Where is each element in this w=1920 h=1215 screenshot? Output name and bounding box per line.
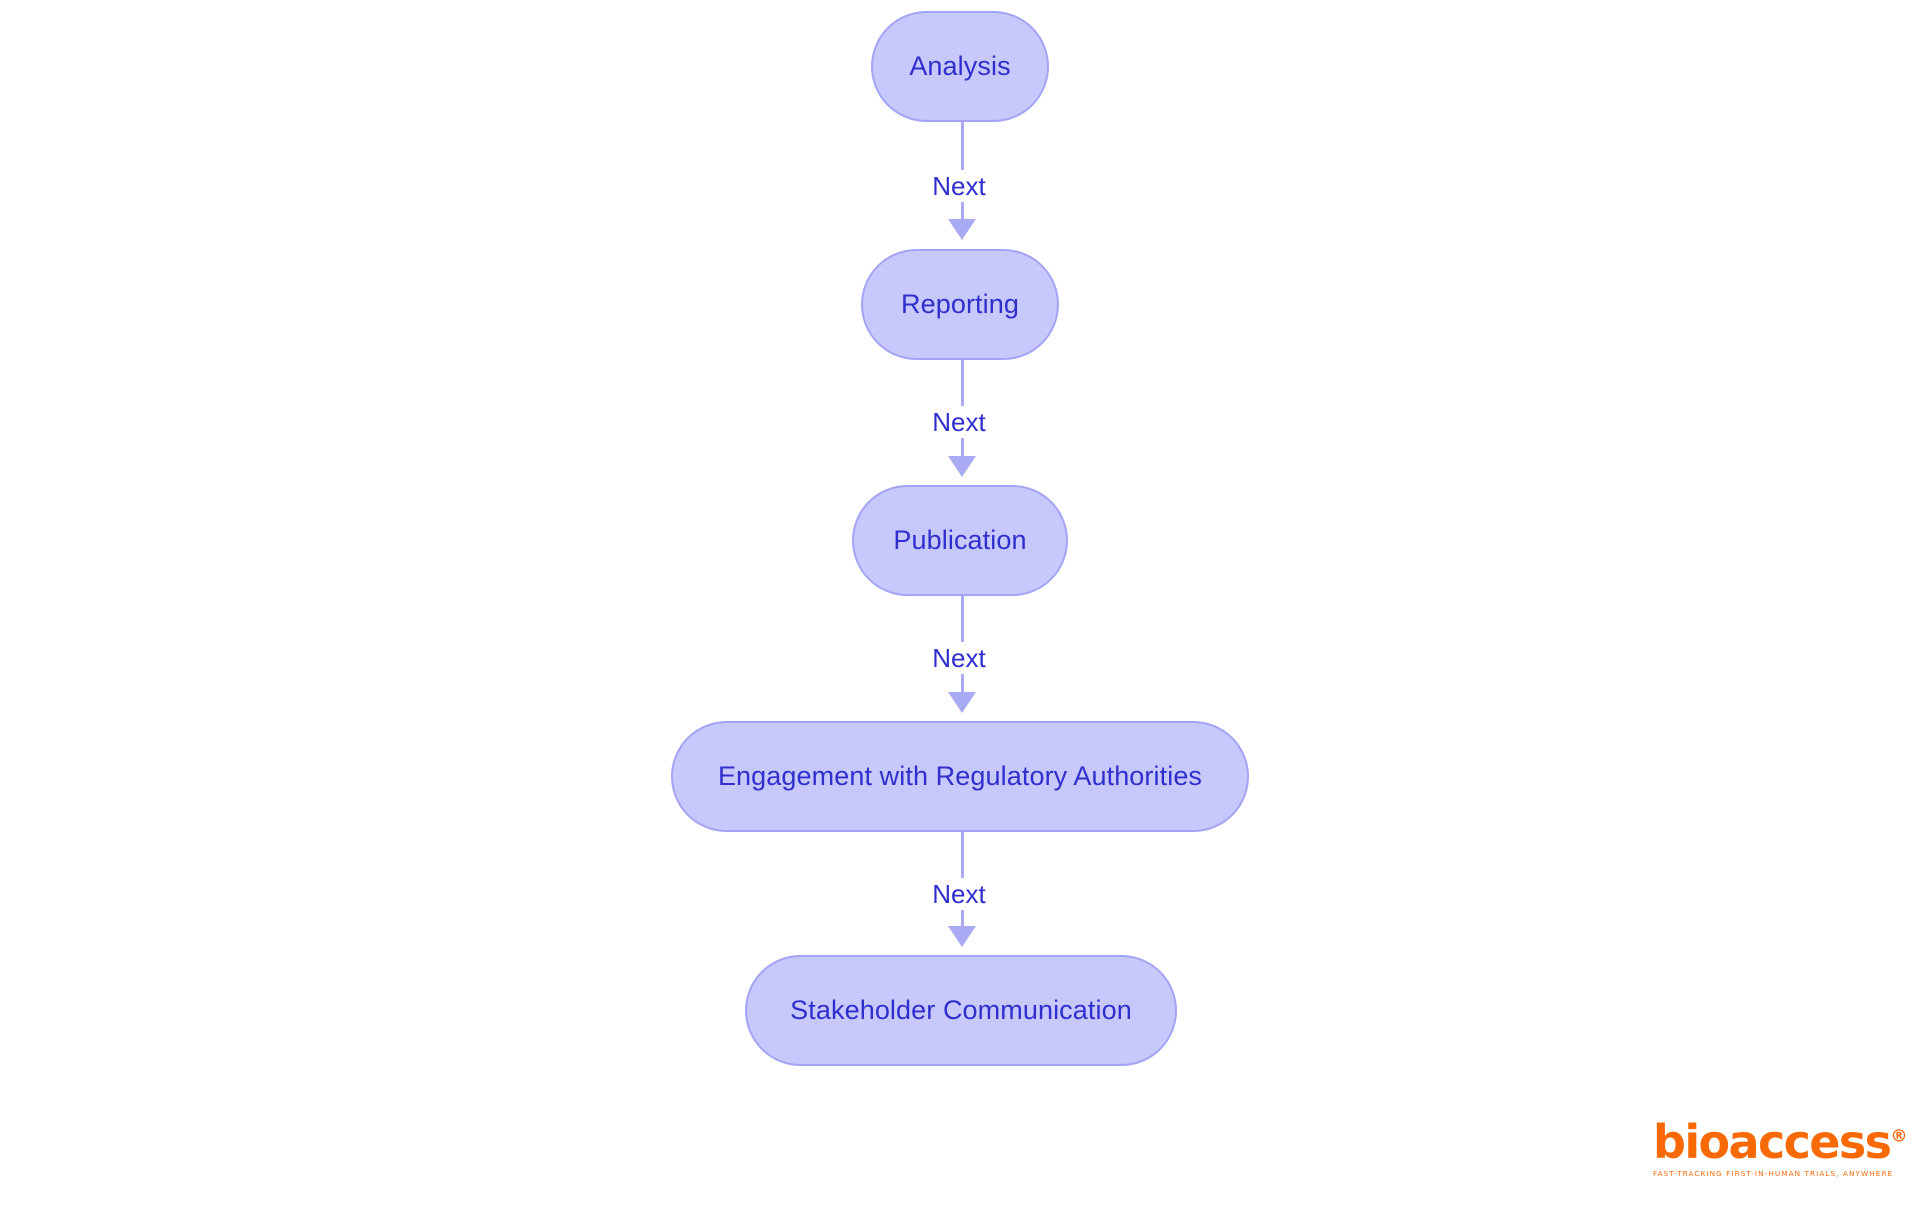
brand-wordmark-text: bioaccess: [1653, 1115, 1892, 1169]
arrow-down-icon: [948, 219, 976, 240]
node-label: Publication: [893, 525, 1027, 555]
flowchart-node-engagement[interactable]: Engagement with Regulatory Authorities: [671, 721, 1249, 832]
flowchart-edge-label-reporting-publication: Next: [927, 406, 991, 438]
flowchart-edge-label-analysis-reporting: Next: [927, 170, 991, 202]
arrow-down-icon: [948, 926, 976, 947]
flowchart-node-publication[interactable]: Publication: [852, 485, 1068, 596]
node-label: Reporting: [901, 289, 1019, 319]
registered-trademark-icon: ®: [1890, 1126, 1908, 1147]
flowchart-node-stakeholder[interactable]: Stakeholder Communication: [745, 955, 1177, 1066]
node-label: Analysis: [909, 51, 1011, 81]
arrow-down-icon: [948, 456, 976, 477]
brand-wordmark: bioaccess®: [1653, 1119, 1907, 1165]
brand-tagline: FAST-TRACKING FIRST-IN-HUMAN TRIALS, ANY…: [1653, 1169, 1894, 1178]
arrow-down-icon: [948, 692, 976, 713]
flowchart-edge-label-publication-engagement: Next: [927, 642, 991, 674]
flowchart-node-reporting[interactable]: Reporting: [861, 249, 1059, 360]
flowchart-edge-label-engagement-stakeholder: Next: [927, 878, 991, 910]
bioaccess-logo: bioaccess® FAST-TRACKING FIRST-IN-HUMAN …: [1653, 1119, 1907, 1178]
node-label: Stakeholder Communication: [790, 995, 1132, 1025]
node-label: Engagement with Regulatory Authorities: [717, 761, 1203, 791]
flowchart-node-analysis[interactable]: Analysis: [871, 11, 1049, 122]
